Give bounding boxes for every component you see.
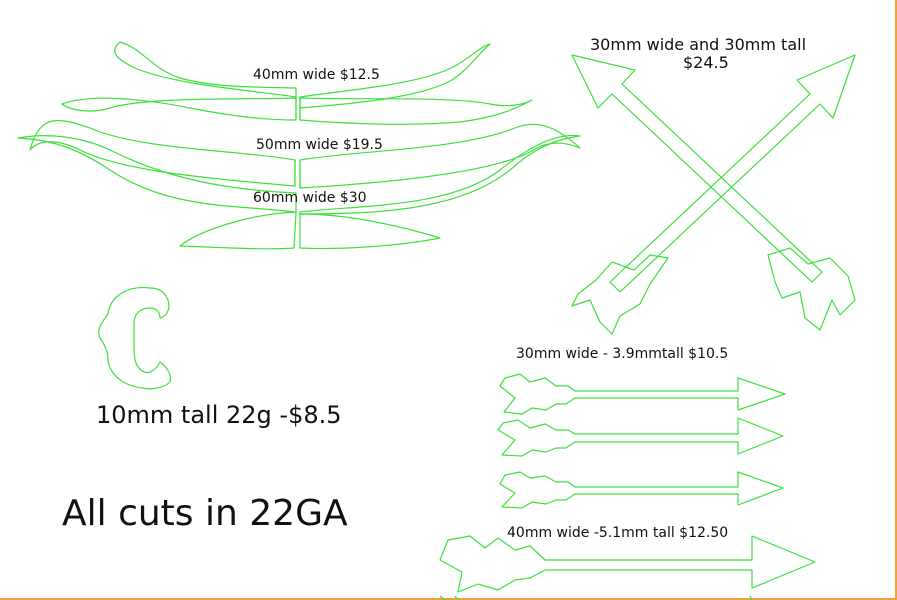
small-arrow-3 — [499, 471, 784, 509]
horn-50mm-label: 50mm wide $19.5 — [256, 137, 383, 153]
horn-50mm-shape — [29, 119, 581, 189]
small-arrow-2 — [497, 417, 784, 457]
material-note: All cuts in 22GA — [62, 493, 348, 534]
ornate-c-label: 10mm tall 22g -$8.5 — [96, 401, 342, 429]
small-arrow-1 — [499, 373, 786, 415]
ornate-c-shape — [98, 287, 171, 390]
horn-40mm-label: 40mm wide $12.5 — [253, 67, 380, 83]
crossed-arrows-label-line2: $24.5 — [683, 53, 729, 72]
large-arrow-label: 40mm wide -5.1mm tall $12.50 — [507, 525, 729, 541]
crossed-arrows-label-line1: 30mm wide and 30mm tall — [590, 35, 807, 54]
horn-40mm-lower — [61, 97, 533, 125]
crossed-arrows-shape — [571, 54, 856, 335]
horn-60mm-shape — [17, 134, 581, 250]
horn-60mm-label: 60mm wide $30 — [253, 190, 367, 206]
large-arrow-shape — [439, 535, 816, 600]
small-arrows-label: 30mm wide - 3.9mmtall $10.5 — [516, 346, 729, 362]
